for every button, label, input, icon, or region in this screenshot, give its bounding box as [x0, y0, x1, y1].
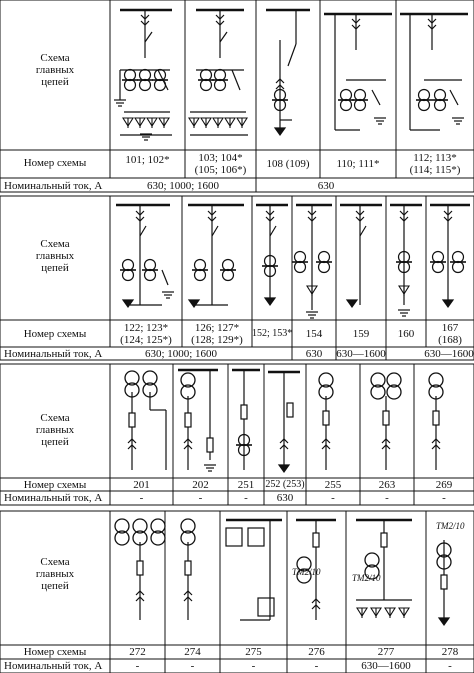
scheme-number-201: 201 — [133, 479, 150, 491]
rated-current-1a: 630; 1000; 1600 — [146, 180, 220, 192]
rated-current-272: - — [135, 660, 140, 672]
scheme-number-line: (128; 129*) — [191, 334, 243, 346]
header-line: цепей — [41, 76, 69, 88]
rated-current-274: - — [190, 660, 195, 672]
scheme-number-274: 274 — [184, 646, 201, 658]
rated-current-269: - — [442, 492, 446, 504]
header-line: цепей — [41, 262, 69, 274]
scheme-number-152: 152; 153* — [252, 328, 293, 339]
rated-current-277: 630—1600 — [361, 660, 411, 672]
scheme-header-4: Схема главных цепей — [0, 556, 110, 592]
rated-current-278: - — [448, 660, 452, 672]
rated-current-2a: 630; 1000; 1600 — [144, 348, 218, 360]
scheme-number-108: 108 (109) — [266, 158, 310, 170]
scheme-number-275: 275 — [245, 646, 262, 658]
scheme-number-line: 122; 123* — [123, 322, 169, 334]
scheme-number-122: 122; 123* (124; 125*) — [110, 322, 182, 346]
header-line: Схема — [40, 238, 70, 250]
scheme-number-159: 159 — [352, 328, 370, 340]
rated-current-202: - — [198, 492, 203, 504]
header-line: Схема — [40, 412, 70, 424]
scheme-header-1: Схема главных цепей — [0, 52, 110, 88]
rated-current-1b: 630 — [317, 180, 335, 192]
tm-label-276: ТМ2/10 — [292, 567, 321, 577]
rated-current-label-1: Номинальный ток, А — [4, 180, 103, 192]
header-line: главных — [35, 424, 75, 436]
scheme-number-line: 103; 104* — [198, 152, 243, 164]
scheme-number-263: 263 — [378, 479, 396, 491]
tm-label-278: ТМ2/10 — [436, 521, 465, 531]
scheme-number-160: 160 — [397, 328, 415, 340]
rated-current-2b: 630 — [305, 348, 323, 360]
rated-current-201: - — [139, 492, 144, 504]
scheme-number-110: 110; 111* — [336, 158, 380, 170]
header-line: цепей — [41, 436, 69, 448]
header-line: Схема — [40, 52, 70, 64]
scheme-number-276: 276 — [308, 646, 325, 658]
scheme-number-202: 202 — [192, 479, 209, 491]
scheme-number-277: 277 — [377, 646, 395, 658]
scheme-number-line: (114; 115*) — [409, 164, 461, 176]
rated-current-2c: 630—1600 — [336, 348, 386, 360]
scheme-number-line: 126; 127* — [194, 322, 240, 334]
header-line: цепей — [41, 580, 69, 592]
scheme-number-278: 278 — [441, 646, 459, 658]
scheme-number-126: 126; 127* (128; 129*) — [182, 322, 252, 346]
scheme-number-103: 103; 104* (105; 106*) — [185, 152, 256, 176]
scheme-number-label-4: Номер схемы — [23, 646, 87, 658]
header-line: главных — [35, 568, 75, 580]
rated-current-label-3: Номинальный ток, А — [4, 492, 103, 504]
rated-current-252: 630 — [276, 492, 294, 504]
header-line: главных — [35, 250, 75, 262]
scheme-number-line: 112; 113* — [413, 152, 457, 164]
rated-current-label-4: Номинальный ток, А — [4, 660, 103, 672]
rated-current-251: - — [244, 492, 248, 504]
scheme-number-line: (105; 106*) — [194, 164, 247, 176]
scheme-header-2: Схема главных цепей — [0, 238, 110, 274]
scheme-number-167: 167 (168) — [426, 322, 474, 346]
scheme-number-251: 251 — [237, 479, 255, 491]
rated-current-label-2: Номинальный ток, А — [4, 348, 103, 360]
scheme-number-255: 255 — [324, 479, 342, 491]
scheme-number-line: 167 — [441, 322, 459, 334]
scheme-number-label-2: Номер схемы — [23, 328, 87, 340]
tm-label-277: ТМ2/10 — [352, 573, 381, 583]
rated-current-255: - — [331, 492, 335, 504]
scheme-number-154: 154 — [305, 328, 323, 340]
scheme-number-252: 252 (253) — [265, 479, 305, 490]
scheme-number-112: 112; 113* (114; 115*) — [396, 152, 474, 176]
scheme-number-101: 101; 102* — [125, 154, 170, 166]
scheme-number-line: (124; 125*) — [120, 334, 172, 346]
rated-current-275: - — [251, 660, 256, 672]
scheme-number-269: 269 — [435, 479, 453, 491]
rated-current-263: - — [385, 492, 389, 504]
rated-current-2d: 630—1600 — [424, 348, 474, 360]
header-line: Схема — [40, 556, 70, 568]
scheme-header-3: Схема главных цепей — [0, 412, 110, 448]
rated-current-276: - — [314, 660, 319, 672]
header-line: главных — [35, 64, 75, 76]
scheme-number-label-3: Номер схемы — [23, 479, 87, 491]
scheme-number-label-1: Номер схемы — [23, 157, 87, 169]
scheme-number-line: (168) — [438, 334, 462, 346]
scheme-number-272: 272 — [129, 646, 146, 658]
